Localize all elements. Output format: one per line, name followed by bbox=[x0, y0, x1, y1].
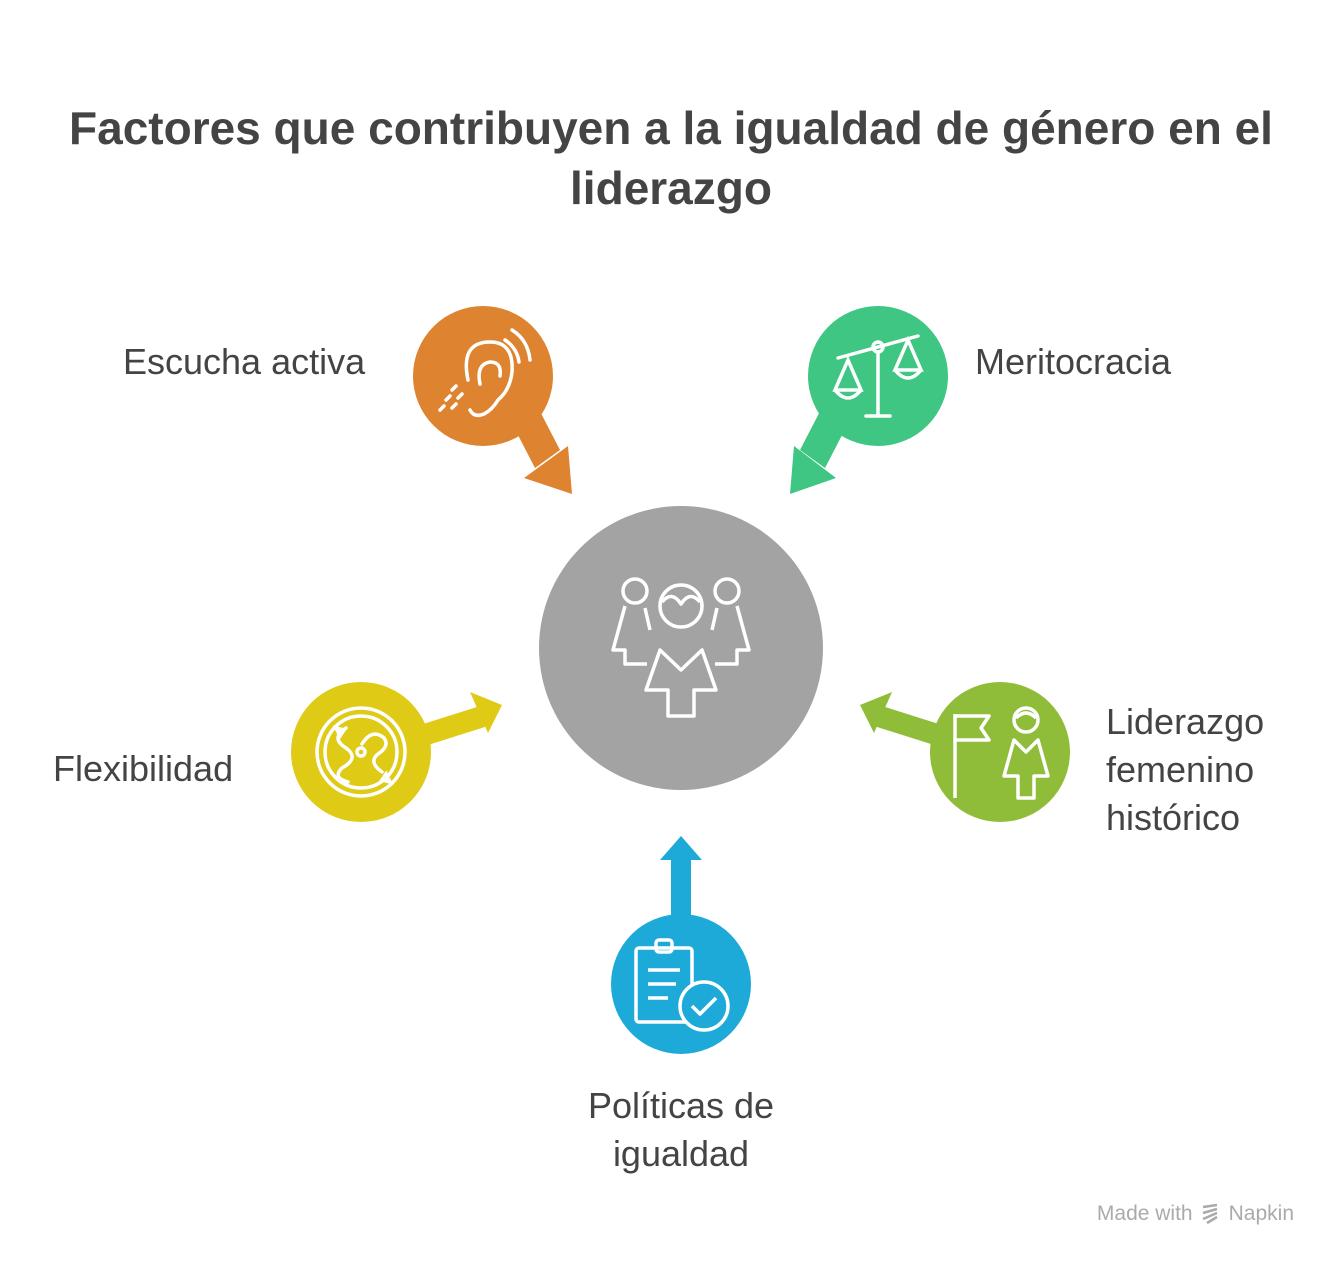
arrow-politicas bbox=[660, 836, 702, 918]
label-flexibilidad: Flexibilidad bbox=[53, 748, 234, 789]
label-meritocracia: Meritocracia bbox=[975, 341, 1172, 382]
watermark: Made with Napkin bbox=[1097, 1202, 1294, 1226]
flexible-path-icon bbox=[315, 706, 407, 798]
watermark-brand: Napkin bbox=[1228, 1202, 1294, 1225]
diagram-title: Factores que contribuyen a la igualdad d… bbox=[69, 102, 1273, 214]
politicas-circle bbox=[611, 914, 751, 1054]
label-escucha-activa: Escucha activa bbox=[123, 341, 366, 382]
watermark-prefix: Made with bbox=[1096, 1202, 1193, 1225]
ear-icon bbox=[438, 328, 532, 418]
label-politicas: Políticas de igualdad bbox=[587, 1085, 775, 1174]
napkin-logo-icon bbox=[1202, 1203, 1218, 1225]
arrow-flexibilidad bbox=[420, 692, 502, 745]
women-group-icon bbox=[611, 577, 751, 718]
flexibilidad-circle bbox=[291, 682, 431, 822]
center-circle bbox=[539, 506, 823, 790]
arrow-liderazgo bbox=[860, 692, 942, 745]
woman-flag-icon bbox=[953, 706, 1050, 800]
liderazgo-circle bbox=[930, 682, 1070, 822]
label-liderazgo-femenino: Liderazgo femenino histórico bbox=[1106, 701, 1265, 838]
escucha-circle bbox=[413, 306, 553, 446]
scale-icon bbox=[832, 334, 924, 418]
policy-check-icon bbox=[634, 938, 730, 1032]
